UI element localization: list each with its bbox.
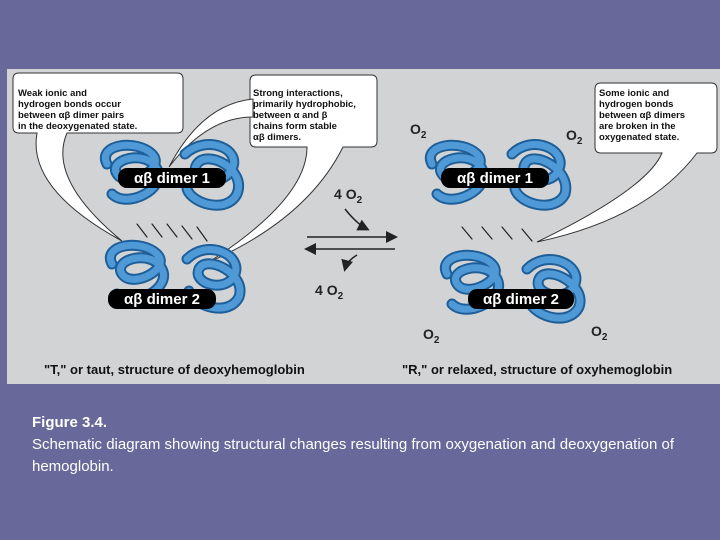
dimer-label-oxy-1: αβ dimer 1	[441, 168, 549, 188]
callout-bubble-middle	[168, 74, 378, 263]
oxygen-label-bottom-right: O2	[591, 323, 608, 343]
callout-right-text: Some ionic and hydrogen bonds between αβ…	[599, 88, 686, 143]
deoxy-structure-label: "T," or taut, structure of deoxyhemoglob…	[44, 362, 305, 377]
deoxy-tetramer	[100, 139, 246, 314]
figure-caption-text: Schematic diagram showing structural cha…	[32, 436, 675, 475]
dimer-label-oxy-2: αβ dimer 2	[468, 289, 574, 309]
figure-caption: Figure 3.4. Schematic diagram showing st…	[32, 412, 692, 478]
figure-caption-title: Figure 3.4.	[32, 414, 108, 431]
equilibrium-arrows	[304, 208, 398, 272]
hemoglobin-diagram: Weak ionic and hydrogen bonds occur betw…	[7, 69, 720, 384]
callout-bubble-right	[536, 82, 718, 243]
oxygen-label-top-right: O2	[566, 127, 583, 147]
callout-middle-text: Strong interactions, primarily hydrophob…	[253, 88, 356, 143]
oxygen-label-top-left: O2	[410, 121, 427, 141]
callout-bubble-left	[12, 72, 184, 242]
dimer-label-deoxy-1: αβ dimer 1	[118, 168, 226, 188]
oxygen-label-bottom-left: O2	[423, 326, 440, 346]
callout-left-text: Weak ionic and hydrogen bonds occur betw…	[18, 88, 138, 132]
dimer-label-deoxy-2: αβ dimer 2	[108, 289, 216, 309]
oxy-structure-label: "R," or relaxed, structure of oxyhemoglo…	[402, 362, 673, 377]
oxygen-reverse-label: 4 O2	[315, 282, 344, 302]
oxygen-forward-label: 4 O2	[334, 186, 363, 206]
